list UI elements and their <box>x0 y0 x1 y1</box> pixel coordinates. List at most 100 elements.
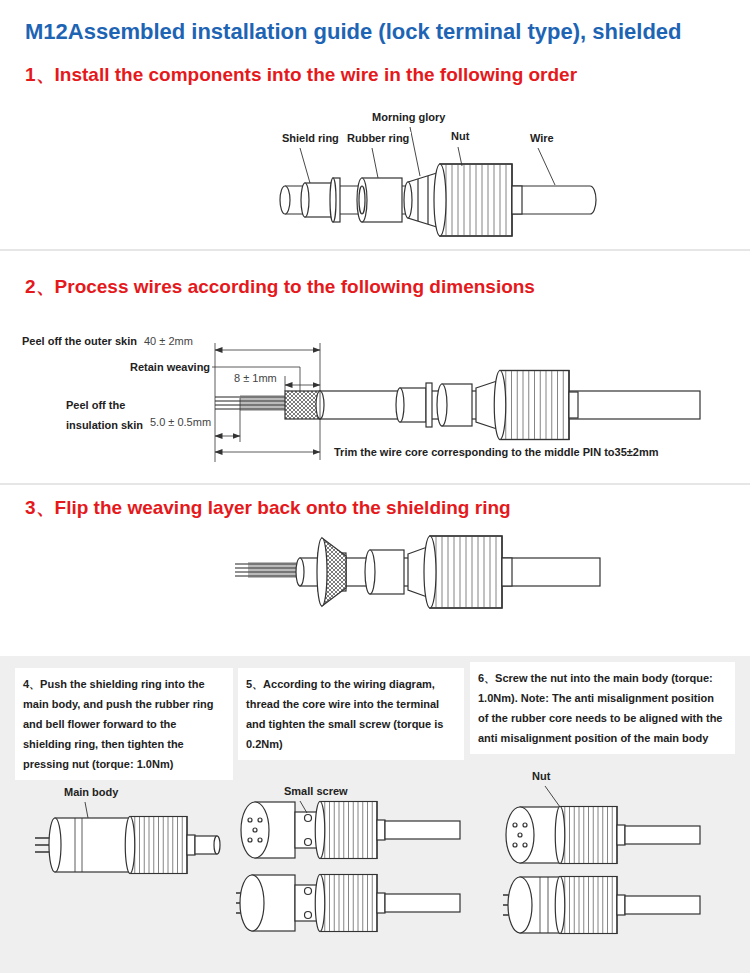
illustration-part <box>215 397 240 409</box>
step-heading: 1、Install the components into the wire i… <box>25 63 577 87</box>
illustration-part <box>248 564 302 576</box>
part-name: Small screw <box>282 785 350 798</box>
illustration-part <box>305 815 312 822</box>
illustration-part <box>215 436 240 437</box>
illustration-part <box>285 391 320 419</box>
illustration-part <box>258 818 262 822</box>
illustration-part <box>0 249 750 251</box>
process-note: Peel off the insulation skin <box>64 395 150 435</box>
part-name: Wire <box>528 132 556 145</box>
process-note: Retain weaving <box>128 361 212 374</box>
part-name: Rubber ring <box>345 132 411 145</box>
illustration-part <box>285 385 320 386</box>
illustration-part <box>506 807 534 863</box>
illustration-part <box>555 807 617 864</box>
step-panel: 5、According to the wiring diagram, threa… <box>238 668 464 760</box>
illustration-part <box>214 836 220 854</box>
illustration-part <box>317 538 327 606</box>
illustration-part <box>357 178 367 222</box>
illustration-part <box>215 343 216 462</box>
illustration-part <box>494 371 569 440</box>
illustration-part <box>385 821 460 839</box>
illustration-part <box>518 833 522 837</box>
illustration-part <box>215 452 320 453</box>
illustration-part <box>300 801 307 813</box>
illustration-part <box>508 877 532 933</box>
illustration-part <box>359 186 365 214</box>
part-name: Morning glory <box>370 111 447 124</box>
illustration-part <box>377 820 385 840</box>
illustration-part <box>538 148 555 185</box>
illustration-part <box>301 183 309 217</box>
illustration-part <box>426 383 432 427</box>
illustration-part <box>512 186 522 214</box>
illustration-part <box>617 825 625 845</box>
step-panel: 6、Screw the nut into the main body (torq… <box>470 662 735 754</box>
illustration-part <box>513 843 517 847</box>
illustration-part <box>280 186 290 214</box>
part-name: Shield ring <box>280 132 341 145</box>
illustration-part <box>365 550 375 594</box>
illustration-part <box>569 392 578 418</box>
illustration-part <box>85 802 88 818</box>
illustration-part <box>253 828 257 832</box>
illustration-part <box>330 178 336 222</box>
part-name: Main body <box>62 786 120 799</box>
illustration-part <box>418 176 428 224</box>
part-name: Nut <box>449 130 471 143</box>
illustration-part <box>523 823 527 827</box>
illustration-part <box>372 148 378 178</box>
dimension: 5.0 ± 0.5mm <box>148 416 213 429</box>
illustration-part <box>75 818 82 872</box>
illustration-part <box>458 147 462 166</box>
illustration-part <box>315 875 377 932</box>
illustration-part <box>296 558 304 586</box>
illustration-part <box>248 838 252 842</box>
illustration-part <box>212 343 320 462</box>
step-text: 5、According to the wiring diagram, threa… <box>246 674 456 754</box>
process-note: Trim the wire core corresponding to the … <box>332 446 661 459</box>
illustration-part <box>617 895 625 915</box>
illustration-part <box>315 802 377 859</box>
step-heading: 2、Process wires according to the followi… <box>25 275 535 299</box>
illustration-part <box>285 376 286 391</box>
illustration-part <box>240 397 286 409</box>
illustration-part <box>523 843 527 847</box>
step-heading: 3、Flip the weaving layer back onto the s… <box>25 496 511 520</box>
illustration-part <box>513 823 517 827</box>
illustration-part <box>502 558 512 586</box>
illustration-part <box>385 894 460 912</box>
part-name: Nut <box>530 770 552 783</box>
illustration-part <box>434 164 512 236</box>
illustration-part <box>545 786 560 807</box>
step-text: 6、Screw the nut into the main body (torq… <box>478 668 727 748</box>
illustration-part <box>305 888 312 895</box>
illustration-part <box>424 536 502 608</box>
dimension: 40 ± 2mm <box>142 335 195 348</box>
illustration-part <box>625 826 700 844</box>
illustration-part <box>396 388 404 422</box>
illustration-part <box>55 818 130 872</box>
illustration-part <box>305 912 312 919</box>
illustration-part <box>410 127 420 176</box>
illustration-part <box>35 127 700 934</box>
illustration-part <box>625 896 700 914</box>
process-note: Peel off the outer skin <box>20 335 139 348</box>
illustration-part <box>235 564 302 576</box>
page-title: M12Assembled installation guide (lock te… <box>25 18 682 46</box>
illustration-part <box>235 564 248 576</box>
dimension: 8 ± 1mm <box>232 372 279 385</box>
illustration-part <box>320 343 321 460</box>
step-panel: 4、Push the shielding ring into the main … <box>15 668 233 780</box>
illustration-part <box>437 384 447 426</box>
illustration-part <box>305 839 312 846</box>
illustration-part <box>125 817 187 874</box>
illustration-part <box>215 397 286 409</box>
illustration-part <box>49 818 61 872</box>
illustration-part <box>555 877 617 934</box>
illustration-part <box>0 0 750 56</box>
illustration-part <box>258 838 262 842</box>
illustration-part <box>240 875 264 931</box>
illustration-part <box>0 483 750 485</box>
